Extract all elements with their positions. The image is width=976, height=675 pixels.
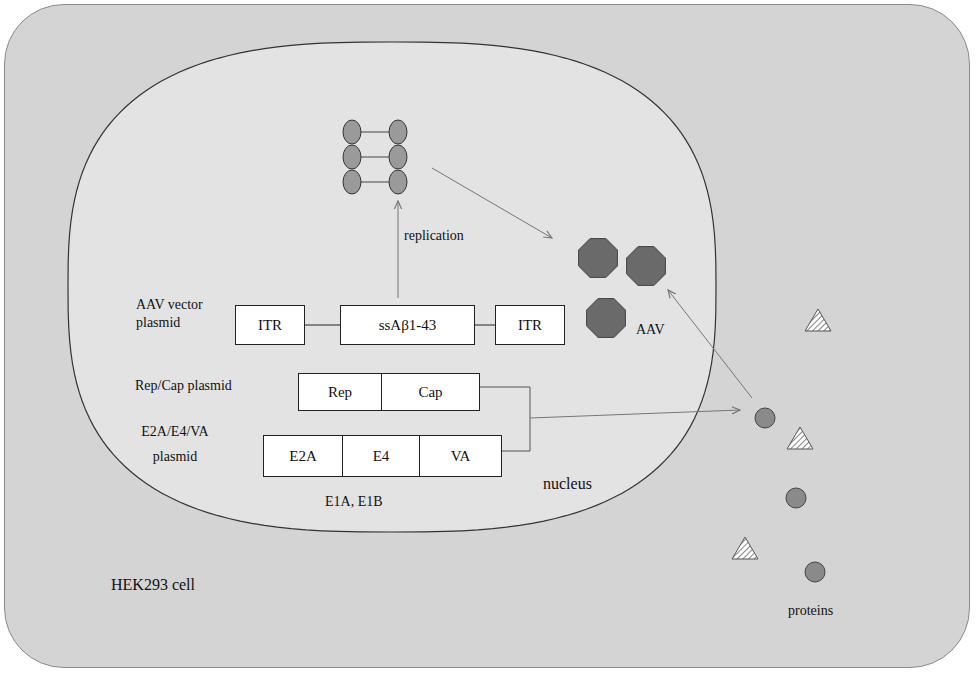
base-pair: [352, 132, 398, 133]
gene-label: Rep: [328, 384, 352, 401]
label-anchor: proteins: [788, 603, 833, 620]
flow-arrow: [668, 290, 752, 398]
text-anchor: HEK293 cell: [111, 576, 195, 594]
gene-label: E2A: [289, 448, 317, 465]
label-anchor: AAV: [636, 322, 665, 339]
aav-particle: [627, 247, 666, 286]
gene-label: Cap: [418, 384, 442, 401]
nucleus-membrane: [68, 42, 716, 532]
gene-label: E4: [373, 448, 390, 465]
text-label: replication: [404, 228, 464, 245]
dna-strand: [343, 170, 361, 194]
label-anchor: AAV vector plasmid: [136, 296, 218, 331]
text-label: AAV vector plasmid: [136, 296, 218, 331]
text-label: E2A/E4/VA plasmid: [132, 420, 218, 469]
gene-label: VA: [451, 448, 471, 465]
gene-box: ITR: [495, 305, 565, 345]
cell-label: HEK293 cell: [111, 576, 195, 594]
nucleus-label: nucleus: [543, 475, 592, 493]
flow-arrow: [530, 410, 740, 418]
label-anchor: Rep/Cap plasmid: [135, 378, 232, 395]
dna-strand: [389, 145, 407, 169]
gene-box: VA: [419, 435, 502, 477]
protein-circle: [755, 408, 775, 428]
connector-line: [475, 325, 495, 326]
label-anchor: E1A, E1B: [325, 494, 383, 511]
dna-illustration: [343, 120, 407, 194]
dna-strand: [343, 120, 361, 144]
bracket-line: [530, 387, 531, 451]
protein-circle: [786, 488, 806, 508]
gene-box: Rep: [298, 373, 382, 411]
label-anchor: replication: [404, 228, 464, 245]
gene-box: ssAβ1-43: [340, 305, 475, 345]
protein-triangle: [787, 427, 813, 449]
protein-triangle: [805, 309, 831, 331]
cell-outline: ITR ssAβ1-43 ITR Rep CapE2A E4 VA nucleusHEK293…: [4, 4, 970, 668]
text-label: Rep/Cap plasmid: [135, 378, 232, 395]
gene-box: Cap: [381, 373, 480, 411]
gene-label: ITR: [258, 317, 282, 334]
base-pair: [352, 157, 398, 158]
label-anchor: E2A/E4/VA plasmid: [132, 420, 218, 469]
protein-triangle: [732, 537, 758, 559]
text-label: AAV: [636, 322, 665, 339]
protein-circle: [805, 562, 825, 582]
bracket-line: [476, 387, 530, 451]
gene-label: ssAβ1-43: [379, 317, 437, 334]
bracket-line: [476, 387, 530, 388]
aav-particle: [587, 299, 626, 338]
text-anchor: nucleus: [543, 475, 592, 493]
aav-particle: [579, 239, 618, 278]
text-label: proteins: [788, 603, 833, 620]
text-label: E1A, E1B: [325, 494, 383, 511]
base-pair: [352, 182, 398, 183]
dna-strand: [389, 120, 407, 144]
connector-line: [305, 325, 340, 326]
dna-strand: [343, 145, 361, 169]
dna-strand: [389, 170, 407, 194]
gene-box: E4: [342, 435, 420, 477]
gene-label: ITR: [518, 317, 542, 334]
replication-arrow: [398, 201, 399, 298]
gene-box: E2A: [263, 435, 343, 477]
gene-box: ITR: [235, 305, 305, 345]
flow-arrow: [432, 168, 552, 238]
bracket-line: [498, 451, 530, 452]
